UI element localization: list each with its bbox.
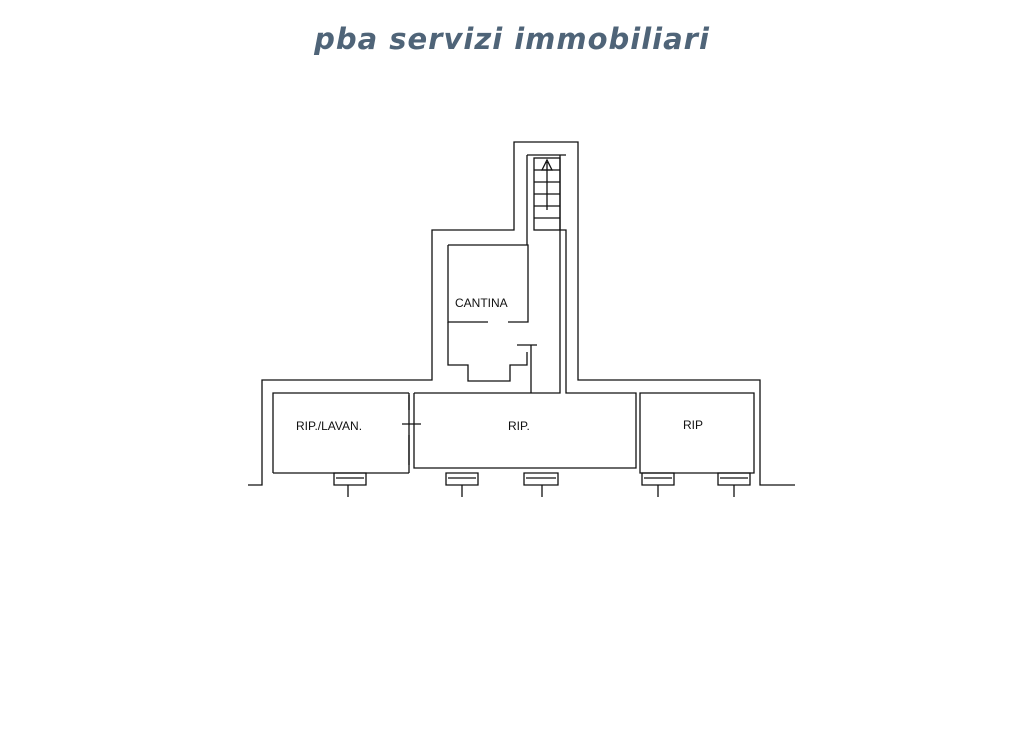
room-label-rip-right: RIP [683,418,703,432]
brand-title: pba servizi immobiliari [314,22,710,56]
window-markers [333,472,751,497]
room-label-rip-lavan: RIP./LAVAN. [296,419,362,433]
outer-wall [248,141,795,486]
inner-wall [272,392,410,474]
room-label-cantina: CANTINA [455,296,508,310]
arrow-up-icon [540,158,554,210]
cantina-wall [447,244,529,323]
room-label-rip-center: RIP. [508,419,530,433]
